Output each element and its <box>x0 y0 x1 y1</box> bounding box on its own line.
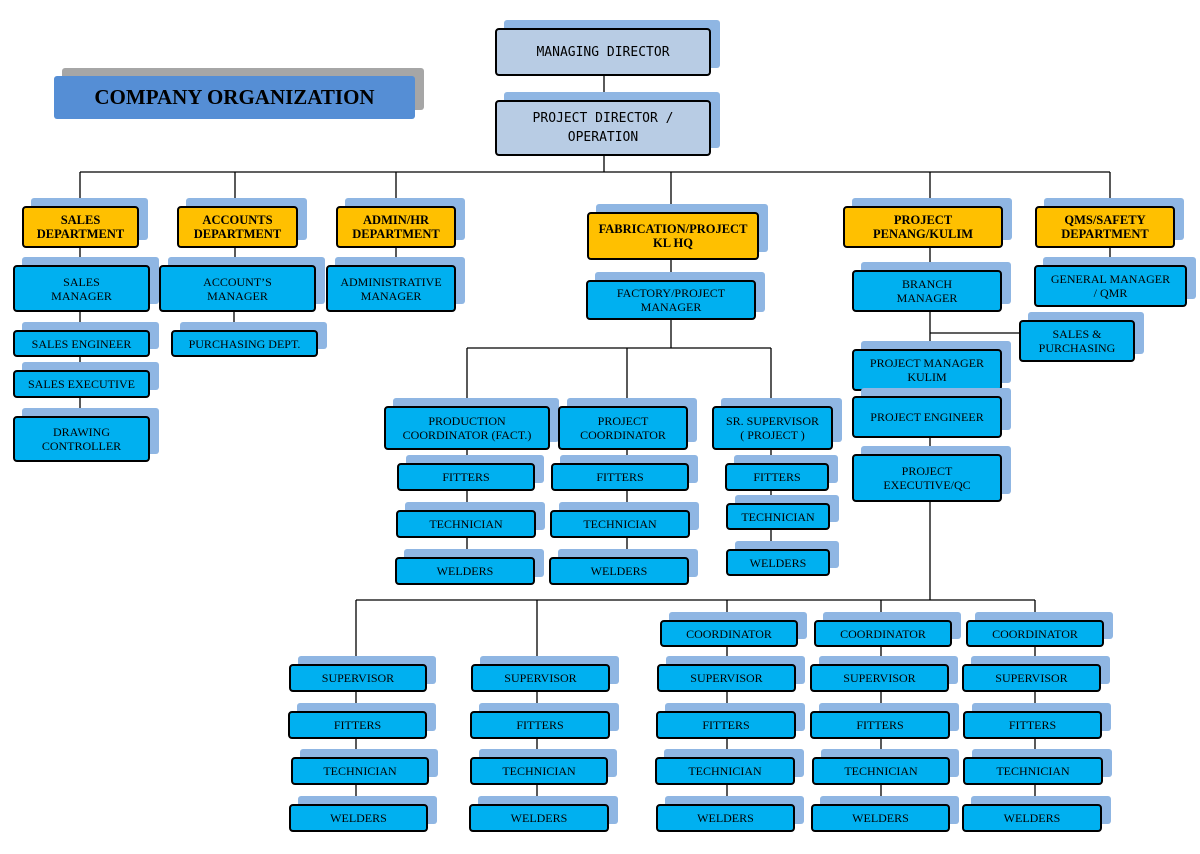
sales-department-box: SALES DEPARTMENT <box>22 206 139 248</box>
administrative-manager-box: ADMINISTRATIVE MANAGER <box>326 265 456 312</box>
sales-manager-box: SALES MANAGER <box>13 265 150 312</box>
fitters-box: FITTERS <box>725 463 829 491</box>
fitters-box: FITTERS <box>656 711 796 739</box>
fitters-box: FITTERS <box>963 711 1102 739</box>
welders-box: WELDERS <box>726 549 830 576</box>
coordinator-box: COORDINATOR <box>966 620 1104 647</box>
technician-box: TECHNICIAN <box>963 757 1103 785</box>
project-penang-department-box: PROJECT PENANG/KULIM <box>843 206 1003 248</box>
fitters-box: FITTERS <box>551 463 689 491</box>
fabrication-department-box: FABRICATION/PROJECT KL HQ <box>587 212 759 260</box>
sales-engineer-box: SALES ENGINEER <box>13 330 150 357</box>
branch-manager-box: BRANCH MANAGER <box>852 270 1002 312</box>
welders-box: WELDERS <box>962 804 1102 832</box>
fitters-box: FITTERS <box>810 711 950 739</box>
sr-supervisor-box: SR. SUPERVISOR ( PROJECT ) <box>712 406 833 450</box>
technician-box: TECHNICIAN <box>812 757 950 785</box>
fitters-box: FITTERS <box>470 711 610 739</box>
factory-project-manager-box: FACTORY/PROJECT MANAGER <box>586 280 756 320</box>
project-manager-kulim-box: PROJECT MANAGER KULIM <box>852 349 1002 391</box>
sales-purchasing-box: SALES & PURCHASING <box>1019 320 1135 362</box>
supervisor-box: SUPERVISOR <box>657 664 796 692</box>
technician-box: TECHNICIAN <box>726 503 830 530</box>
project-engineer-box: PROJECT ENGINEER <box>852 396 1002 438</box>
supervisor-box: SUPERVISOR <box>289 664 427 692</box>
sales-executive-box: SALES EXECUTIVE <box>13 370 150 398</box>
admin-hr-department-box: ADMIN/HR DEPARTMENT <box>336 206 456 248</box>
general-manager-qmr-box: GENERAL MANAGER / QMR <box>1034 265 1187 307</box>
supervisor-box: SUPERVISOR <box>471 664 610 692</box>
page-title: COMPANY ORGANIZATION <box>54 76 415 119</box>
drawing-controller-box: DRAWING CONTROLLER <box>13 416 150 462</box>
supervisor-box: SUPERVISOR <box>810 664 949 692</box>
welders-box: WELDERS <box>656 804 795 832</box>
welders-box: WELDERS <box>469 804 609 832</box>
accounts-department-box: ACCOUNTS DEPARTMENT <box>177 206 298 248</box>
fitters-box: FITTERS <box>397 463 535 491</box>
welders-box: WELDERS <box>549 557 689 585</box>
welders-box: WELDERS <box>289 804 428 832</box>
qms-safety-department-box: QMS/SAFETY DEPARTMENT <box>1035 206 1175 248</box>
managing-director-box: MANAGING DIRECTOR <box>495 28 711 76</box>
project-coordinator-box: PROJECT COORDINATOR <box>558 406 688 450</box>
purchasing-dept-box: PURCHASING DEPT. <box>171 330 318 357</box>
technician-box: TECHNICIAN <box>550 510 690 538</box>
fitters-box: FITTERS <box>288 711 427 739</box>
technician-box: TECHNICIAN <box>396 510 536 538</box>
coordinator-box: COORDINATOR <box>660 620 798 647</box>
technician-box: TECHNICIAN <box>291 757 429 785</box>
technician-box: TECHNICIAN <box>470 757 608 785</box>
coordinator-box: COORDINATOR <box>814 620 952 647</box>
project-director-box: PROJECT DIRECTOR / OPERATION <box>495 100 711 156</box>
technician-box: TECHNICIAN <box>655 757 795 785</box>
welders-box: WELDERS <box>811 804 950 832</box>
supervisor-box: SUPERVISOR <box>962 664 1101 692</box>
production-coordinator-box: PRODUCTION COORDINATOR (FACT.) <box>384 406 550 450</box>
welders-box: WELDERS <box>395 557 535 585</box>
accounts-manager-box: ACCOUNT’S MANAGER <box>159 265 316 312</box>
project-executive-qc-box: PROJECT EXECUTIVE/QC <box>852 454 1002 502</box>
